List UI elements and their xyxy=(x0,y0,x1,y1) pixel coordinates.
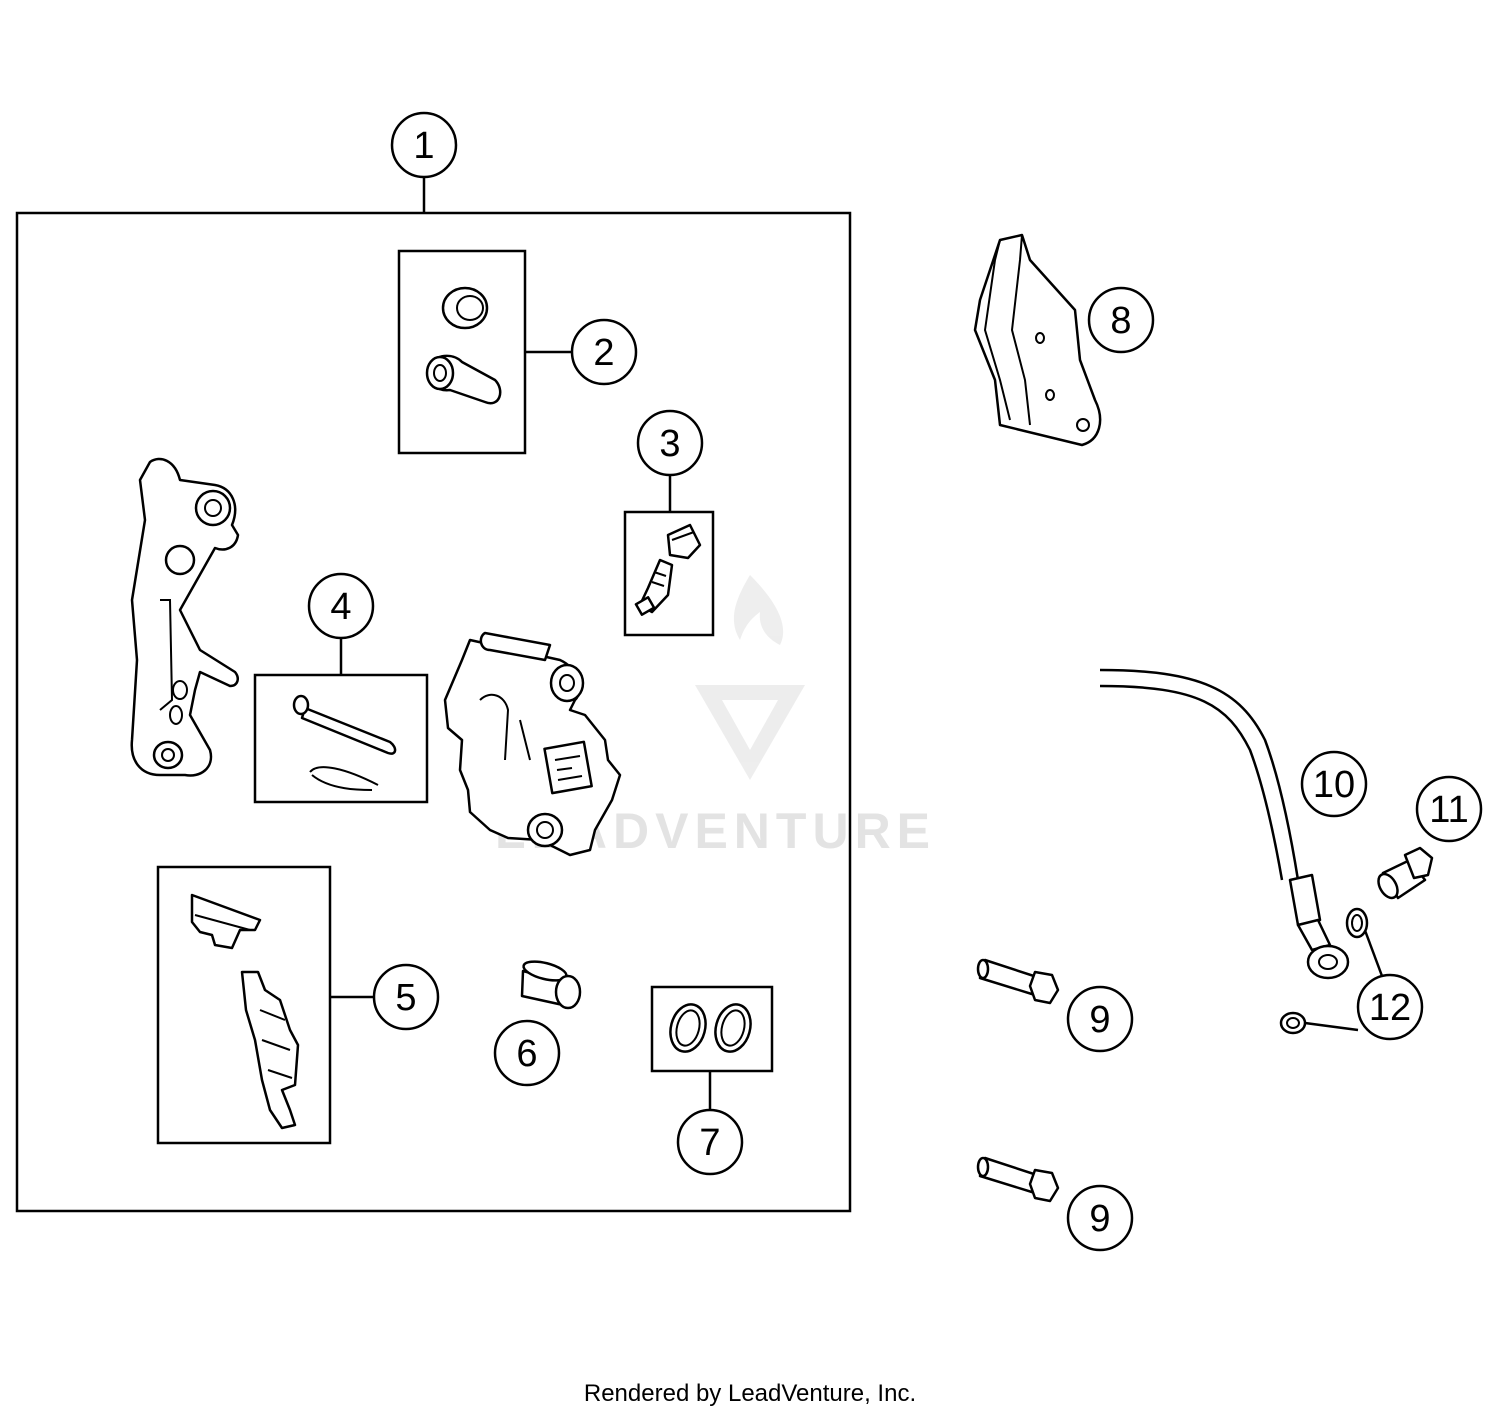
bolt-lower-drawing xyxy=(976,1156,1060,1203)
kit-frame xyxy=(15,211,852,1213)
banjo-bolt-drawing xyxy=(1377,846,1434,900)
callout-9-upper: 9 xyxy=(1066,985,1134,1053)
callout-1: 1 xyxy=(390,111,458,179)
callout-8: 8 xyxy=(1087,286,1155,354)
o-rings-drawing xyxy=(669,1003,752,1053)
svg-text:9: 9 xyxy=(1089,999,1110,1041)
box-pin-kit xyxy=(253,673,429,804)
box-spring-kit xyxy=(156,865,332,1145)
box-oring-kit xyxy=(650,985,774,1073)
bolt-upper-drawing xyxy=(976,958,1060,1005)
caliper-bracket-drawing xyxy=(130,457,240,777)
svg-text:11: 11 xyxy=(1429,789,1468,831)
brake-pads-drawing xyxy=(973,233,1102,447)
caliper-body-drawing xyxy=(443,631,622,857)
svg-text:8: 8 xyxy=(1110,300,1131,342)
callout-9-lower: 9 xyxy=(1066,1184,1134,1252)
footer-credit: Rendered by LeadVenture, Inc. xyxy=(583,1380,917,1407)
svg-text:5: 5 xyxy=(395,977,416,1019)
svg-text:4: 4 xyxy=(330,586,351,628)
svg-text:10: 10 xyxy=(1313,764,1355,806)
brake-hose-drawing xyxy=(1099,668,1350,980)
pin-kit-drawing xyxy=(292,694,397,791)
svg-text:6: 6 xyxy=(516,1033,537,1075)
callout-7: 7 xyxy=(676,1108,744,1176)
spring-kit-drawing xyxy=(190,893,300,1130)
callout-4: 4 xyxy=(307,572,375,640)
callout-5: 5 xyxy=(372,963,440,1031)
callout-11: 11 xyxy=(1415,775,1483,843)
callout-2: 2 xyxy=(570,318,638,386)
washers-drawing xyxy=(1279,907,1369,1035)
box-seal-kit xyxy=(397,249,527,455)
svg-text:12: 12 xyxy=(1369,987,1411,1029)
svg-text:9: 9 xyxy=(1089,1198,1110,1240)
svg-text:2: 2 xyxy=(593,332,614,374)
callout-6: 6 xyxy=(493,1019,561,1087)
watermark-logo xyxy=(695,575,805,780)
callout-12: 12 xyxy=(1356,973,1424,1041)
callout-10: 10 xyxy=(1300,750,1368,818)
svg-text:7: 7 xyxy=(699,1122,720,1164)
piston-drawing xyxy=(520,960,582,1010)
seal-parts-drawing xyxy=(425,286,502,405)
svg-text:1: 1 xyxy=(413,125,434,167)
leader-lines xyxy=(330,350,1384,1110)
svg-text:3: 3 xyxy=(659,423,680,465)
bleeder-valve-drawing xyxy=(634,523,702,616)
callout-3: 3 xyxy=(636,409,704,477)
